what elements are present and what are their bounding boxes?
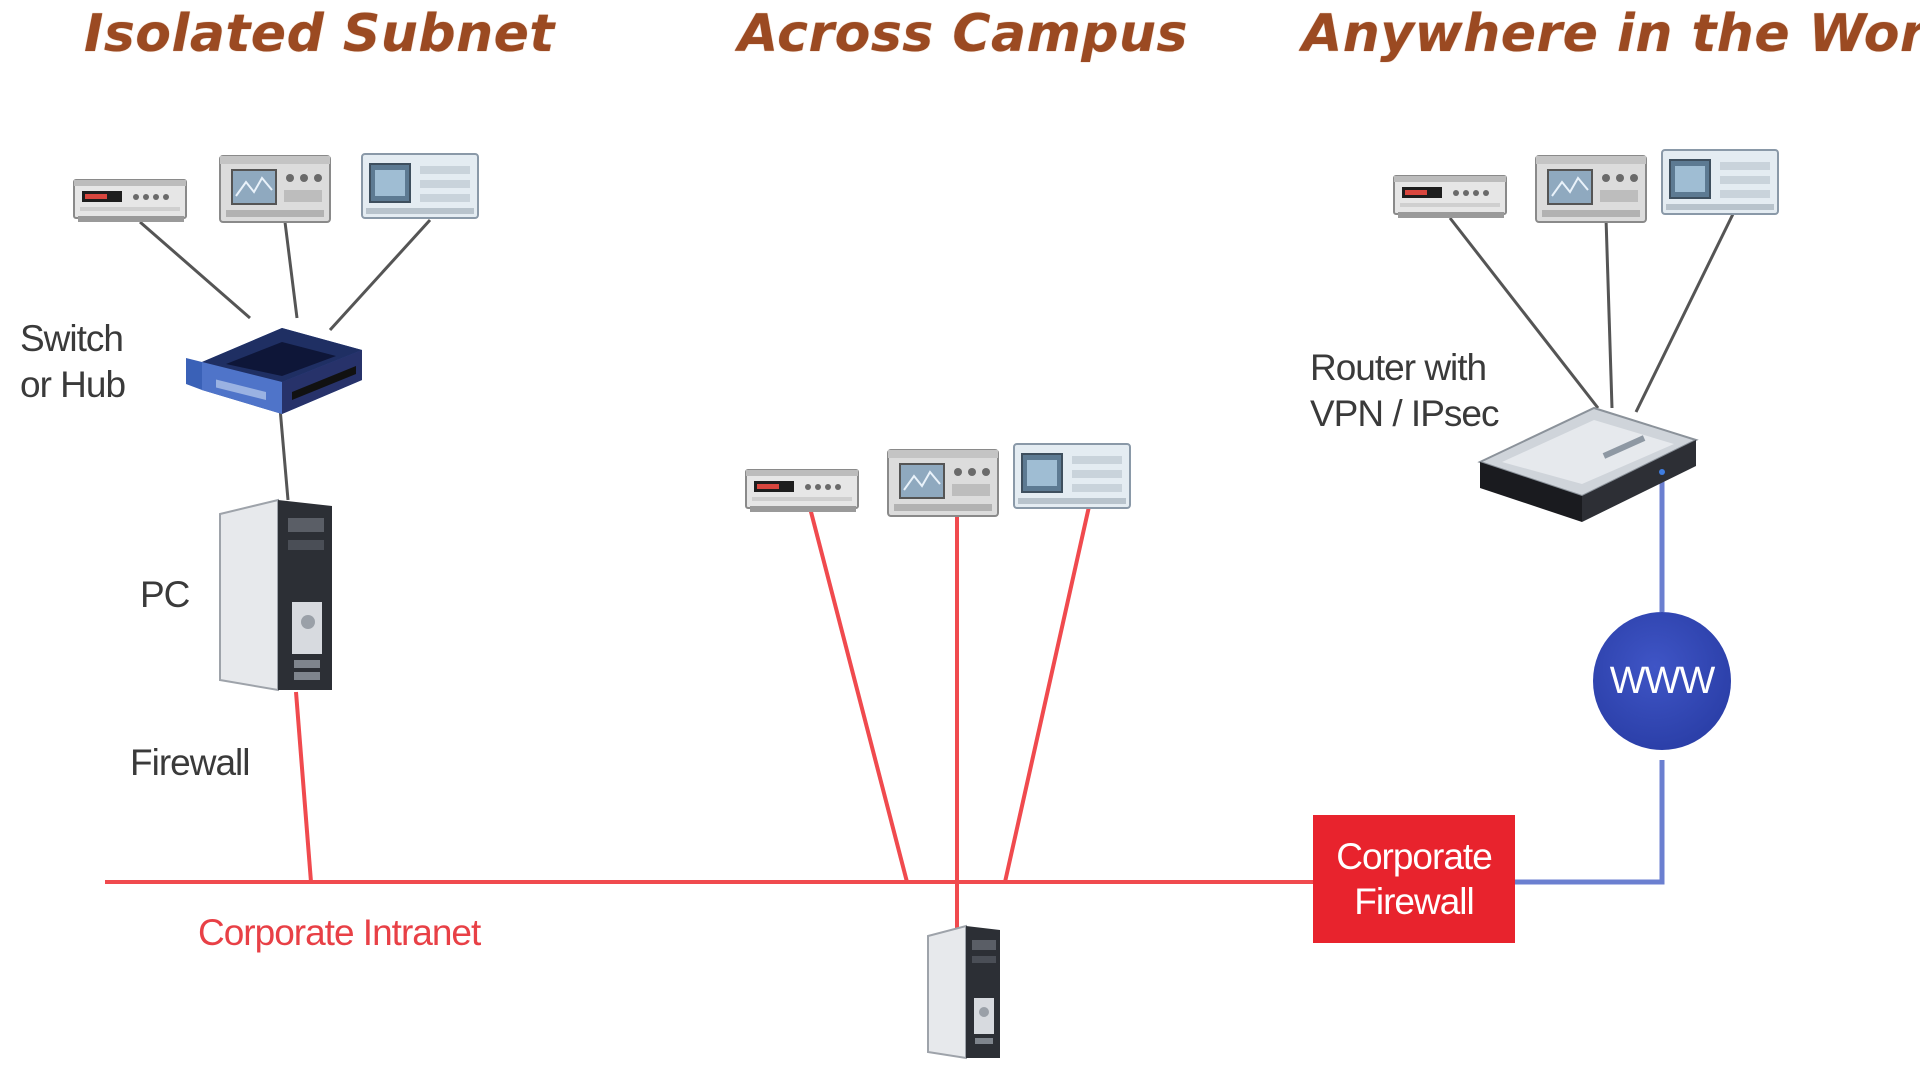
link-remote-oscilloscope-to-router (1634, 213, 1735, 413)
www-internet-circle: WWW (1593, 612, 1731, 750)
link-remote-multimeter-to-router (1448, 217, 1600, 409)
oscilloscope-icon (1661, 149, 1779, 215)
corporate-intranet-label: Corporate Intranet (198, 912, 481, 953)
firewall-label: Firewall (130, 742, 250, 783)
corporate-firewall-label-line1: Corporate (1336, 836, 1493, 877)
link-campus-oscilloscope (1003, 501, 1092, 883)
multimeter-icon (1393, 175, 1507, 218)
signal-analyzer-icon (219, 155, 331, 223)
internet-links (1515, 476, 1665, 885)
network-switch-icon (186, 328, 362, 414)
link-switch-to-pc (278, 407, 290, 501)
link-analyzer-to-switch (283, 221, 299, 319)
vpn-router-icon (1477, 406, 1699, 522)
corporate-firewall-label-line2: Firewall (1354, 881, 1474, 922)
pc-label: PC (140, 574, 190, 615)
tower-pc-icon (219, 498, 332, 692)
oscilloscope-icon (361, 153, 479, 219)
link-www-to-firewall (1515, 760, 1665, 885)
link-oscilloscope-to-switch (328, 218, 432, 332)
multimeter-icon (73, 179, 187, 222)
link-pc-to-intranet (294, 691, 313, 883)
signal-analyzer-icon (1535, 155, 1647, 223)
intranet-links (105, 501, 1313, 930)
multimeter-icon (745, 469, 859, 512)
link-campus-multimeter (808, 507, 909, 883)
tower-pc-icon (927, 924, 1000, 1060)
remote-links (1448, 213, 1735, 413)
link-remote-analyzer-to-router (1604, 217, 1614, 409)
heading-anywhere-in-the-world: Anywhere in the World (1302, 4, 1920, 64)
heading-across-campus: Across Campus (738, 4, 1188, 64)
www-label: WWW (1609, 659, 1716, 702)
switch-or-hub-label: Switch or Hub (20, 318, 126, 405)
link-multimeter-to-switch (139, 220, 251, 320)
isolated-subnet-links (139, 218, 432, 501)
corporate-firewall-box: Corporate Firewall (1313, 815, 1515, 943)
heading-isolated-subnet: Isolated Subnet (84, 4, 555, 64)
signal-analyzer-icon (887, 449, 999, 517)
oscilloscope-icon (1013, 443, 1131, 509)
router-label: Router with VPN / IPsec (1310, 347, 1499, 434)
